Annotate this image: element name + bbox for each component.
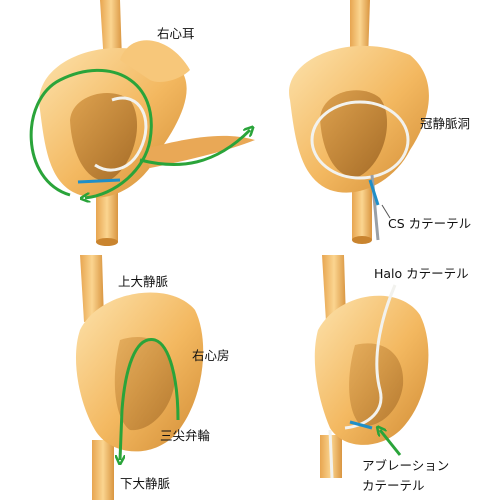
label-tricuspid-valve: 三尖弁輪 [160, 428, 211, 443]
label-cs-catheter: CS カテーテル [388, 216, 471, 231]
panel-bottom-left: 上大静脈 右心房 三尖弁輪 下大静脈 [76, 255, 230, 500]
label-coronary-sinus: 冠静脈洞 [420, 116, 470, 131]
label-halo-catheter: Halo カテーテル [374, 266, 469, 281]
label-ablation-catheter-2: カテーテル [362, 478, 425, 493]
label-right-atrial-appendage: 右心耳 [157, 26, 195, 41]
ablation-catheter [330, 430, 332, 478]
label-right-atrium: 右心房 [192, 348, 230, 363]
inferior-vessel-3 [92, 440, 114, 500]
label-superior-vena-cava: 上大静脈 [118, 274, 169, 289]
label-ablation-catheter-1: アブレーション [362, 458, 449, 473]
panel-top-left: 右心耳 [31, 0, 255, 246]
panel-bottom-right: Halo カテーテル アブレーション カテーテル [315, 255, 469, 493]
label-inferior-vena-cava: 下大静脈 [120, 476, 171, 491]
catheter-tip-1 [78, 180, 120, 182]
panel-top-right: 冠静脈洞 CS カテーテル [289, 0, 471, 244]
